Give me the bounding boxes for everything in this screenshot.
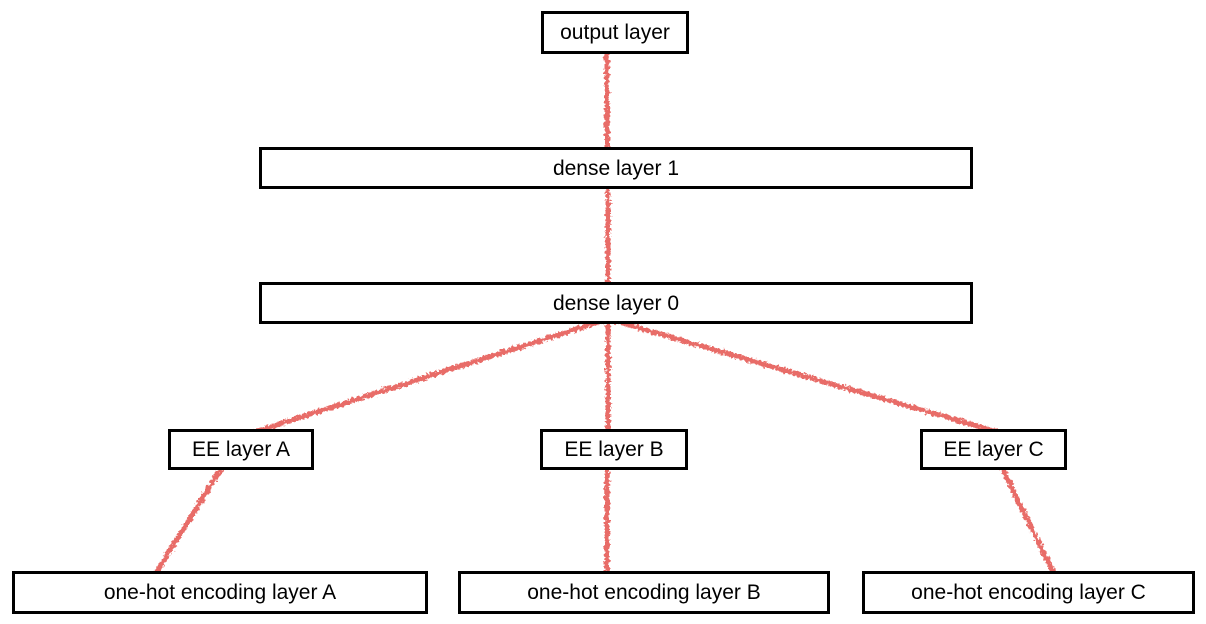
node-one-hot-encoding-layer-c: one-hot encoding layer C — [862, 571, 1195, 614]
edge-dense0-ee-c — [605, 316, 1001, 435]
node-dense-layer-0: dense layer 0 — [259, 282, 973, 324]
edge-ee-c-onehot-c — [998, 463, 1058, 579]
node-ee-layer-c: EE layer C — [920, 429, 1067, 470]
node-one-hot-encoding-layer-a: one-hot encoding layer A — [12, 571, 428, 614]
node-one-hot-encoding-layer-b: one-hot encoding layer B — [458, 571, 830, 614]
edge-dense0-ee-a — [245, 316, 611, 437]
node-ee-layer-b: EE layer B — [540, 429, 688, 470]
edge-ee-a-onehot-a — [151, 461, 227, 579]
node-dense-layer-1: dense layer 1 — [259, 147, 973, 189]
node-ee-layer-a: EE layer A — [168, 429, 314, 470]
node-output-layer: output layer — [541, 11, 689, 54]
